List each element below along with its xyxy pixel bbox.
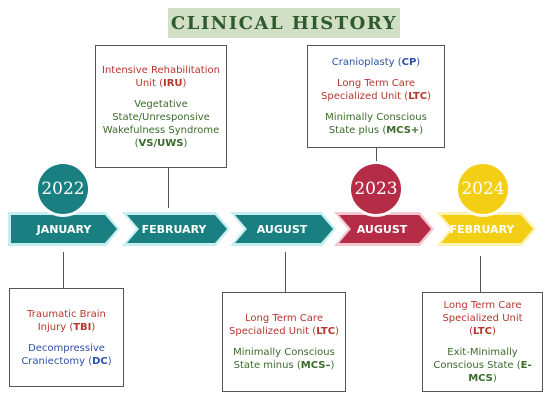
event-entry: Minimally Conscious State plus (MCS+) [325, 112, 427, 136]
timeline-arrow [127, 215, 227, 243]
event-abbreviation: DC [92, 355, 108, 367]
year-label: 2022 [41, 179, 85, 199]
event-box-feb-2022: Intensive Rehabilitation Unit (IRU) Veget… [95, 45, 227, 168]
timeline-arrow [235, 215, 333, 243]
event-entry: Minimally Conscious State minus (MCS–) [233, 347, 335, 371]
event-entry: Long Term Care Specialized Unit (LTC) [442, 300, 523, 337]
year-label: 2024 [461, 179, 505, 199]
month-label-feb-2022: FEBRUARY [141, 222, 207, 236]
event-entry: Long Term Care Specialized Unit (LTC) [229, 313, 339, 337]
event-abbreviation: TBI [73, 321, 92, 333]
title-banner: CLINICAL HISTORY [168, 8, 400, 38]
event-entry: Exit-Minimally Conscious State (E-MCS) [433, 347, 532, 384]
month-label-aug-2022: AUGUST [256, 222, 308, 236]
event-abbreviation: CP [401, 57, 417, 68]
month-label-feb-2024: FEBRUARY [449, 222, 515, 236]
timeline-arrow [11, 215, 117, 243]
month-label-aug-2023: AUGUST [356, 222, 408, 236]
event-entry: Decompressive Craniectomy (DC) [21, 342, 112, 367]
event-entry: Long Term Care Specialized Unit (LTC) [321, 78, 431, 102]
event-box-aug-2022: Long Term Care Specialized Unit (LTC) Min… [222, 292, 346, 392]
month-label-jan-2022: JANUARY [36, 222, 92, 236]
connector-jan-2022 [63, 252, 64, 288]
connector-aug-2022 [285, 252, 286, 292]
event-box-feb-2024: Long Term Care Specialized Unit (LTC) Exi… [422, 292, 543, 392]
year-circle-2022: 2022 [38, 164, 88, 214]
year-circle-2024: 2024 [458, 164, 508, 214]
event-entry: Intensive Rehabilitation Unit (IRU) [102, 64, 220, 89]
year-label: 2023 [354, 179, 398, 199]
connector-feb-2024 [480, 256, 481, 292]
event-abbreviation: MCS+ [386, 125, 420, 136]
event-box-aug-2023: Cranioplasty (CP) Long Term Care Speciali… [307, 45, 445, 148]
diagram-title: CLINICAL HISTORY [170, 12, 398, 34]
event-box-jan-2022: Traumatic Brain Injury (TBI) Decompressiv… [9, 288, 124, 387]
event-entry: Traumatic Brain Injury (TBI) [27, 308, 106, 333]
connector-aug-2023 [376, 148, 377, 165]
event-abbreviation: MCS– [300, 360, 331, 371]
event-abbreviation: LTC [473, 326, 492, 337]
event-entry: Cranioplasty (CP) [331, 57, 421, 68]
event-abbreviation: E-MCS [468, 360, 532, 384]
event-abbreviation: IRU [162, 77, 183, 89]
timeline-arrow [441, 215, 533, 243]
year-circle-2023: 2023 [351, 164, 401, 214]
event-abbreviation: LTC [316, 326, 336, 337]
event-entry: Vegetative State/Unresponsive Wakefulnes… [102, 98, 220, 149]
timeline-arrow [339, 215, 431, 243]
event-abbreviation: VS/UWS [138, 137, 184, 149]
connector-feb-2022 [168, 168, 169, 208]
event-abbreviation: LTC [408, 91, 428, 102]
